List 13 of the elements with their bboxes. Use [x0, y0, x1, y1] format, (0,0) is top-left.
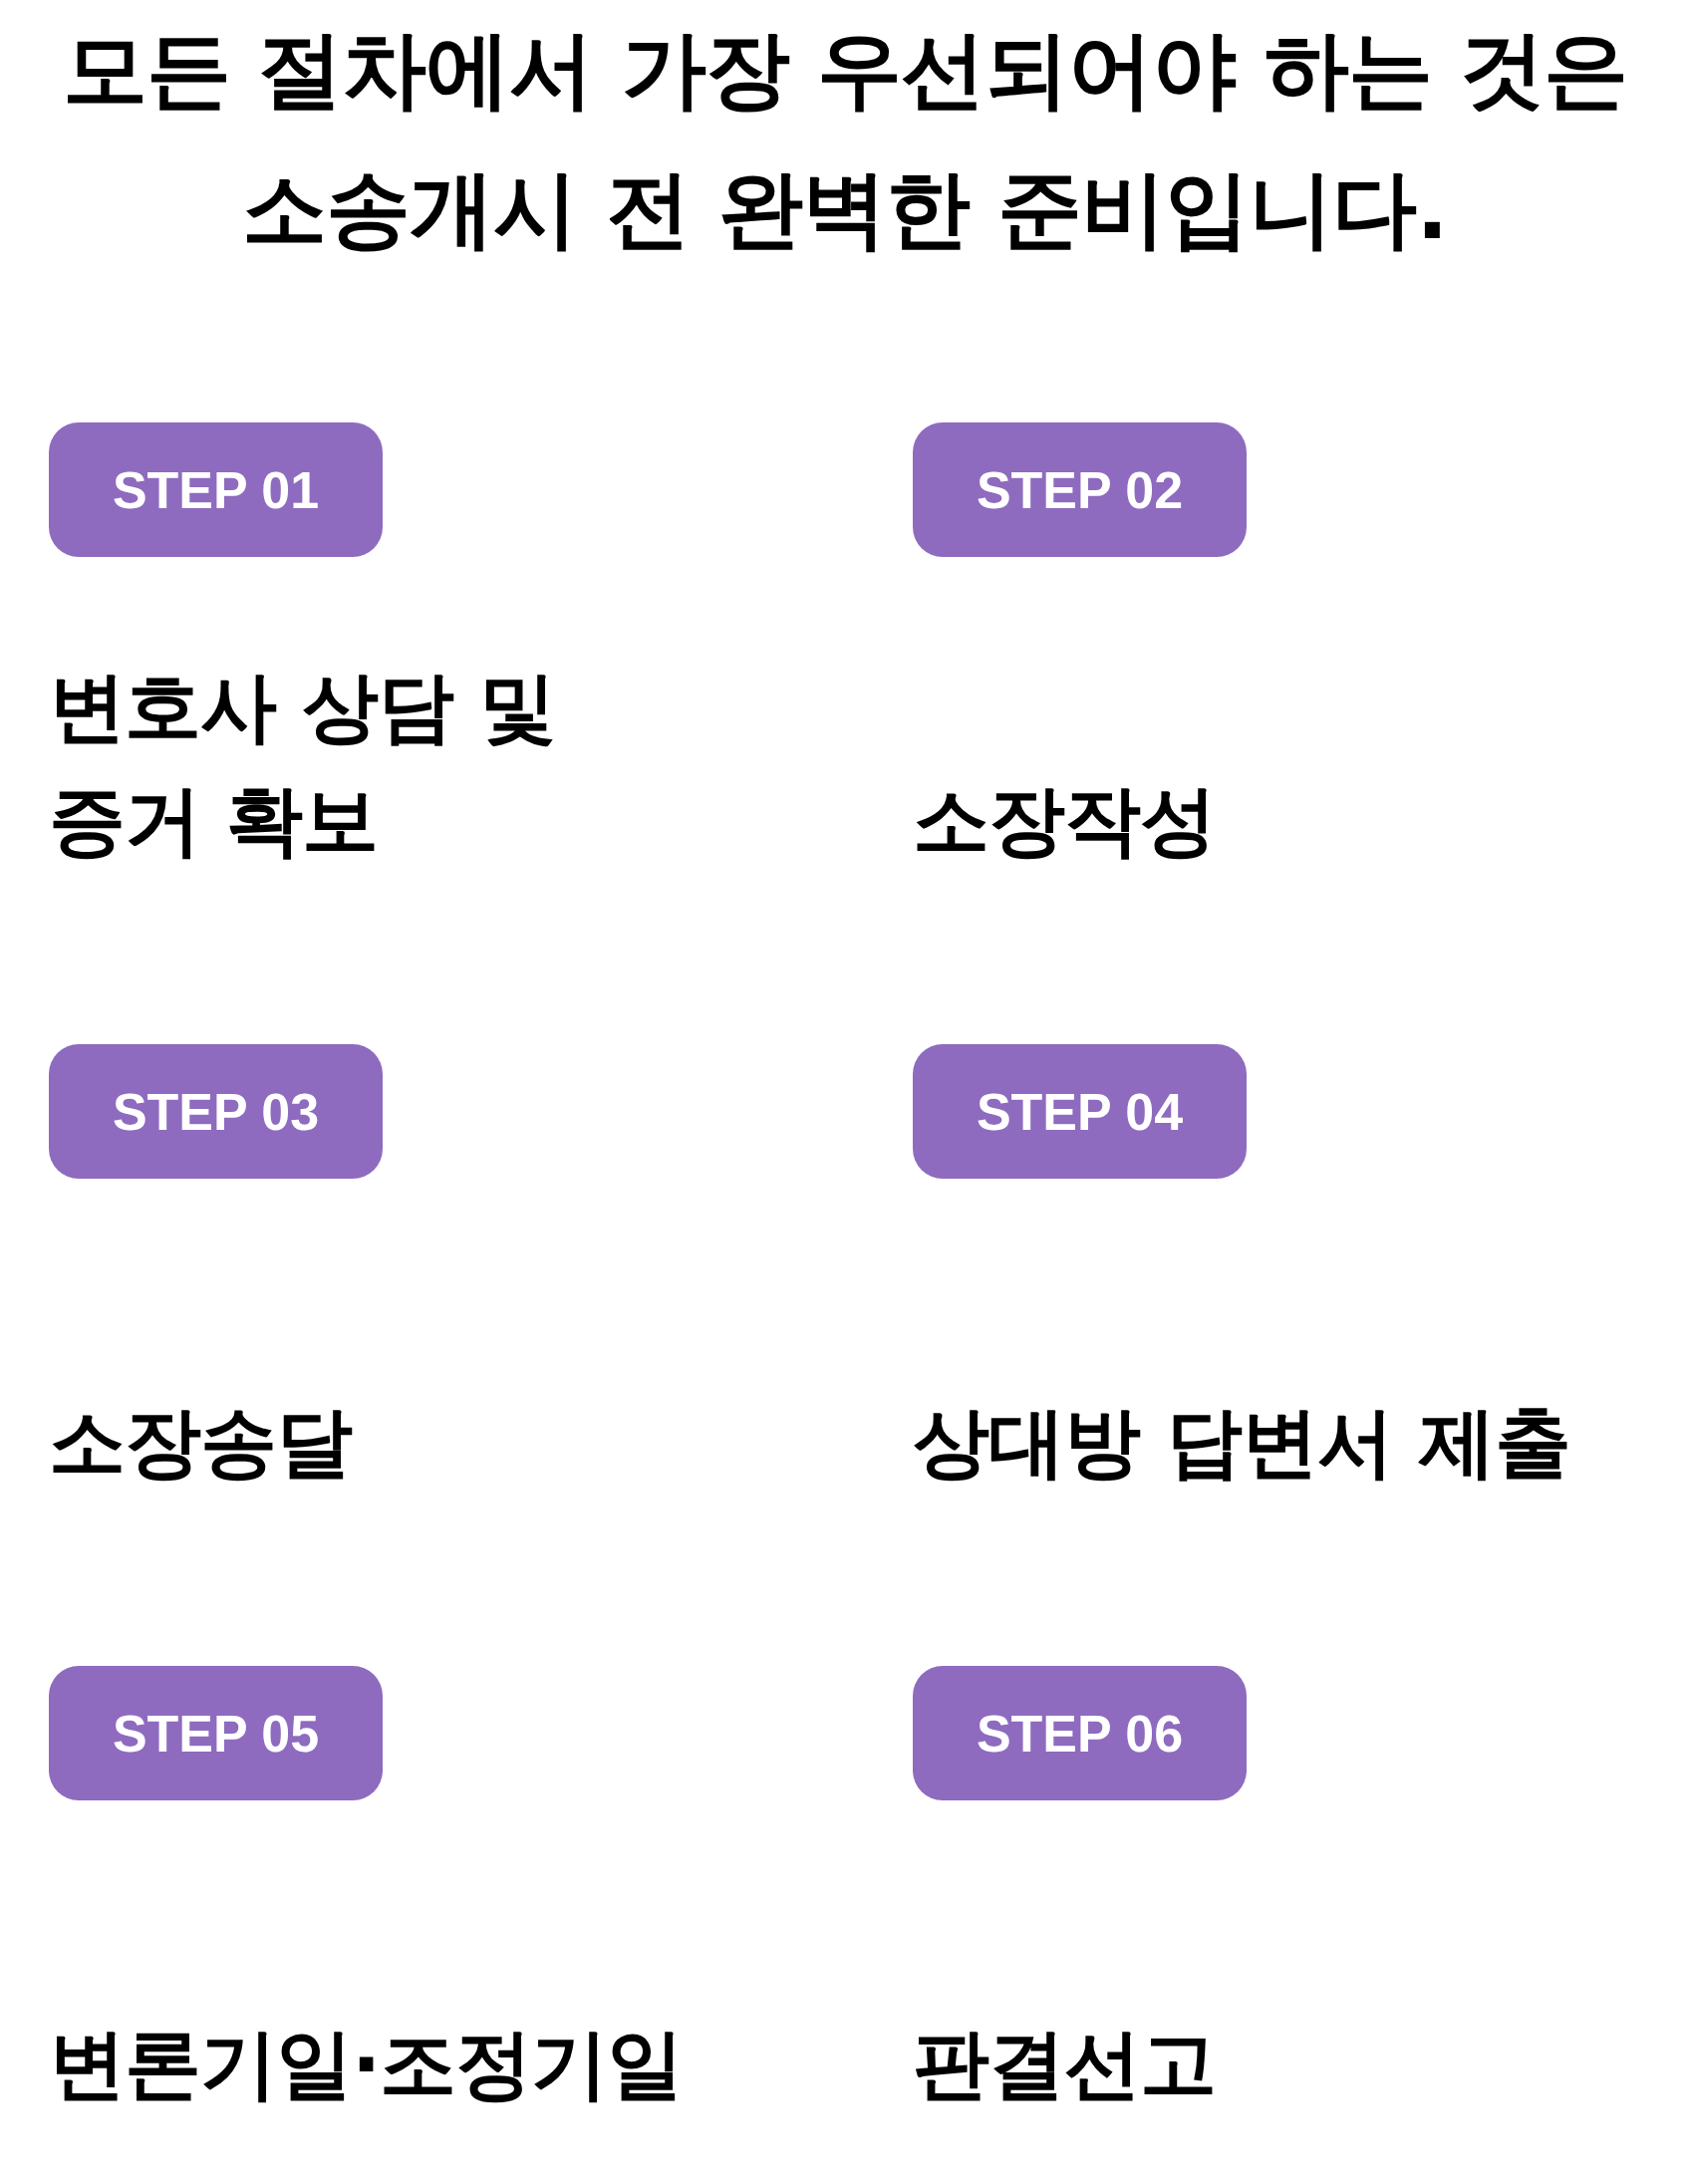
step-badge: STEP 02 — [913, 422, 1247, 557]
step-badge: STEP 06 — [913, 1666, 1247, 1800]
step-title: 소장송달 — [49, 1397, 354, 1489]
step-title: 변론기일·조정기일 — [49, 2019, 685, 2110]
step-title: 변호사 상담 및 증거 확보 — [49, 662, 556, 867]
step-title: 소장작성 — [913, 775, 1217, 867]
step-title: 판결선고 — [913, 2019, 1217, 2110]
step-badge: STEP 03 — [49, 1044, 383, 1179]
title: 모든 절차에서 가장 우선되어야 하는 것은 소송개시 전 완벽한 준비입니다. — [61, 19, 1629, 260]
step-badge: STEP 05 — [49, 1666, 383, 1800]
step-title: 상대방 답변서 제출 — [913, 1397, 1571, 1489]
step-badge: STEP 01 — [49, 422, 383, 557]
step-badge: STEP 04 — [913, 1044, 1247, 1179]
